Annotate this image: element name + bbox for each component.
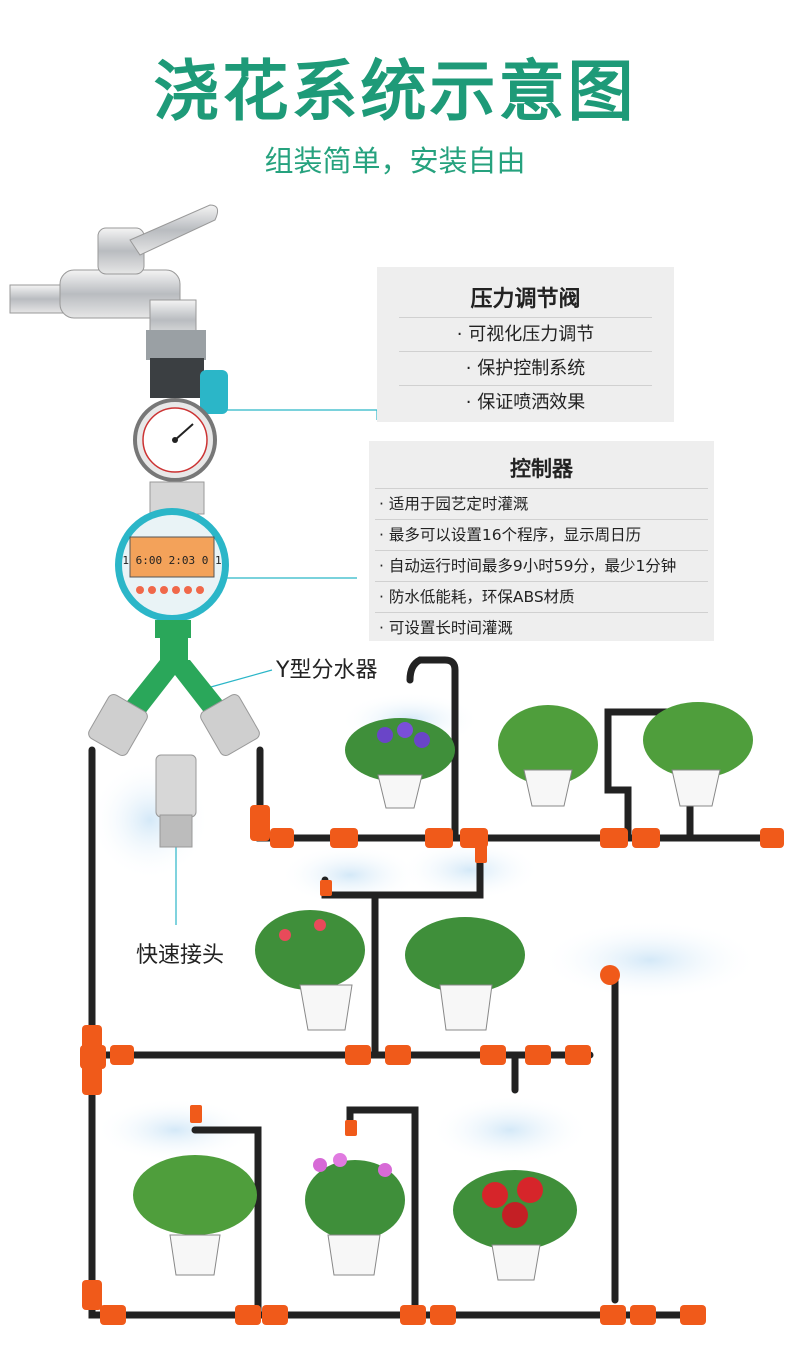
y-splitter (88, 636, 260, 756)
pressure-valve (133, 330, 228, 515)
controller-feature: · 适用于园艺定时灌溉 (375, 488, 708, 519)
controller-display: 1 6:00 2:03 0 1 (122, 554, 221, 567)
controller-feature: · 可设置长时间灌溉 (375, 612, 708, 643)
timer-controller: 1 6:00 2:03 0 1 (115, 508, 229, 638)
pipe-fittings (80, 805, 784, 1325)
pressure-valve-feature: · 可视化压力调节 (399, 317, 652, 351)
controller-title: 控制器 (510, 457, 573, 481)
controller-feature: · 自动运行时间最多9小时59分，最少1分钟 (375, 550, 708, 581)
controller-info-panel: 控制器 · 适用于园艺定时灌溉 · 最多可以设置16个程序，显示周日历 · 自动… (369, 441, 714, 641)
faucet (9, 204, 219, 341)
y-splitter-label: Y型分水器 (276, 658, 378, 683)
pressure-valve-info-panel: 压力调节阀 · 可视化压力调节 · 保护控制系统 · 保证喷洒效果 (377, 267, 674, 422)
controller-feature: · 最多可以设置16个程序，显示周日历 (375, 519, 708, 550)
page-subtitle: 组装简单，安装自由 (264, 144, 526, 178)
quick-connector (155, 754, 197, 848)
pressure-valve-title: 压力调节阀 (470, 287, 581, 312)
quick-connector-label: 快速接头 (136, 943, 225, 968)
page-title: 浇花系统示意图 (153, 53, 637, 130)
pressure-valve-feature: · 保护控制系统 (399, 351, 652, 385)
pressure-valve-feature: · 保证喷洒效果 (399, 385, 652, 419)
controller-feature: · 防水低能耗，环保ABS材质 (375, 581, 708, 612)
plant-pots (133, 702, 753, 1281)
